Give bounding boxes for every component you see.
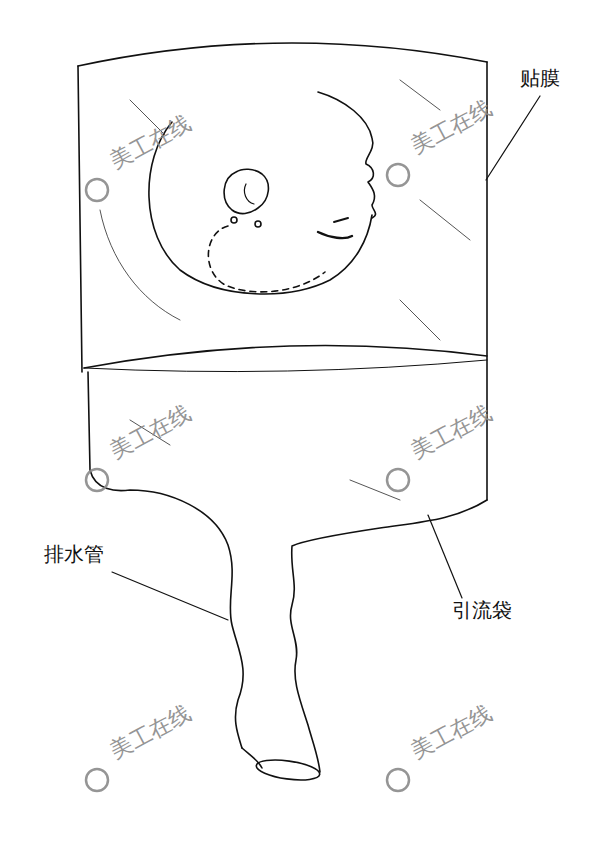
incision-line <box>208 226 325 292</box>
leader-line <box>428 515 462 598</box>
film-wrinkle <box>400 300 440 340</box>
watermark-logo <box>387 769 409 791</box>
watermark-logo <box>86 769 108 791</box>
leader-line <box>486 96 540 180</box>
leader-line <box>112 572 228 620</box>
watermark: 美工在线 <box>407 400 497 465</box>
watermark: 美工在线 <box>106 400 196 465</box>
watermark-logo <box>387 469 409 491</box>
drain-tip <box>231 217 237 223</box>
film-wrinkle <box>100 210 180 320</box>
face-profile <box>318 92 376 218</box>
ear-inner <box>244 184 254 204</box>
head-outline <box>149 122 372 294</box>
part-label: 贴膜 <box>520 66 560 90</box>
watermark: 美工在线 <box>106 700 196 765</box>
bag-rim-lower <box>84 360 487 372</box>
watermark: 美工在线 <box>407 700 497 765</box>
eye <box>318 232 352 238</box>
film-wrinkle <box>420 200 470 240</box>
watermark-logo <box>86 179 108 201</box>
ear <box>224 169 268 213</box>
watermark: 美工在线 <box>106 110 196 175</box>
film-right <box>486 62 488 500</box>
part-label: 引流袋 <box>452 598 512 622</box>
watermark: 美工在线 <box>407 95 497 160</box>
drain-tip <box>255 221 261 227</box>
film-left <box>78 66 82 372</box>
eyebrow <box>334 218 348 222</box>
tube-end <box>242 748 262 768</box>
tube-opening <box>255 757 321 784</box>
film-wrinkle <box>400 80 440 110</box>
watermark-logo <box>86 469 108 491</box>
film-top <box>78 43 487 66</box>
part-label: 排水管 <box>44 542 104 566</box>
bag-left-outline <box>88 372 243 748</box>
watermark-logo <box>387 164 409 186</box>
